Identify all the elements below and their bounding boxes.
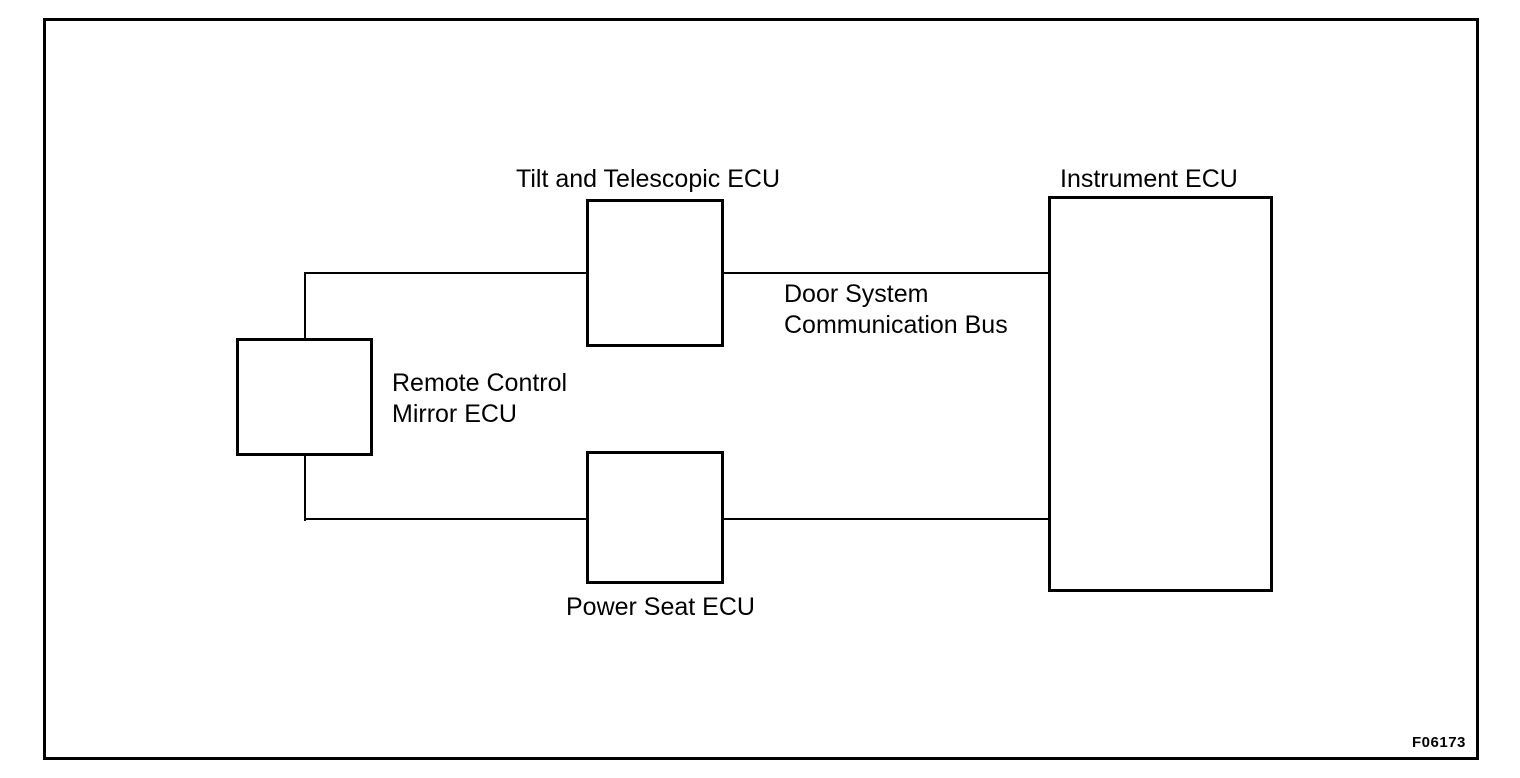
- tilt-and-telescopic-ecu-label: Tilt and Telescopic ECU: [516, 165, 781, 193]
- remote-control-mirror-ecu-label: Remote Control Mirror ECU: [392, 369, 568, 428]
- door-system-communication-bus-label: Door System Communication Bus: [784, 280, 1008, 339]
- figure-id-label: F06173: [1412, 734, 1466, 751]
- diagram-frame: [43, 18, 1479, 760]
- tilt-and-telescopic-ecu-box: [586, 199, 724, 347]
- instrument-ecu-label: Instrument ECU: [1060, 165, 1238, 193]
- power-seat-ecu-box: [586, 451, 724, 584]
- bus-line-lower-left: [305, 518, 587, 520]
- power-seat-ecu-label: Power Seat ECU: [566, 593, 755, 621]
- instrument-ecu-box: [1048, 196, 1273, 592]
- bus-line-upper-right: [722, 272, 1049, 274]
- bus-line-lower-right: [722, 518, 1049, 520]
- bus-line-upper-left: [305, 272, 587, 274]
- remote-control-mirror-ecu-box: [236, 338, 373, 456]
